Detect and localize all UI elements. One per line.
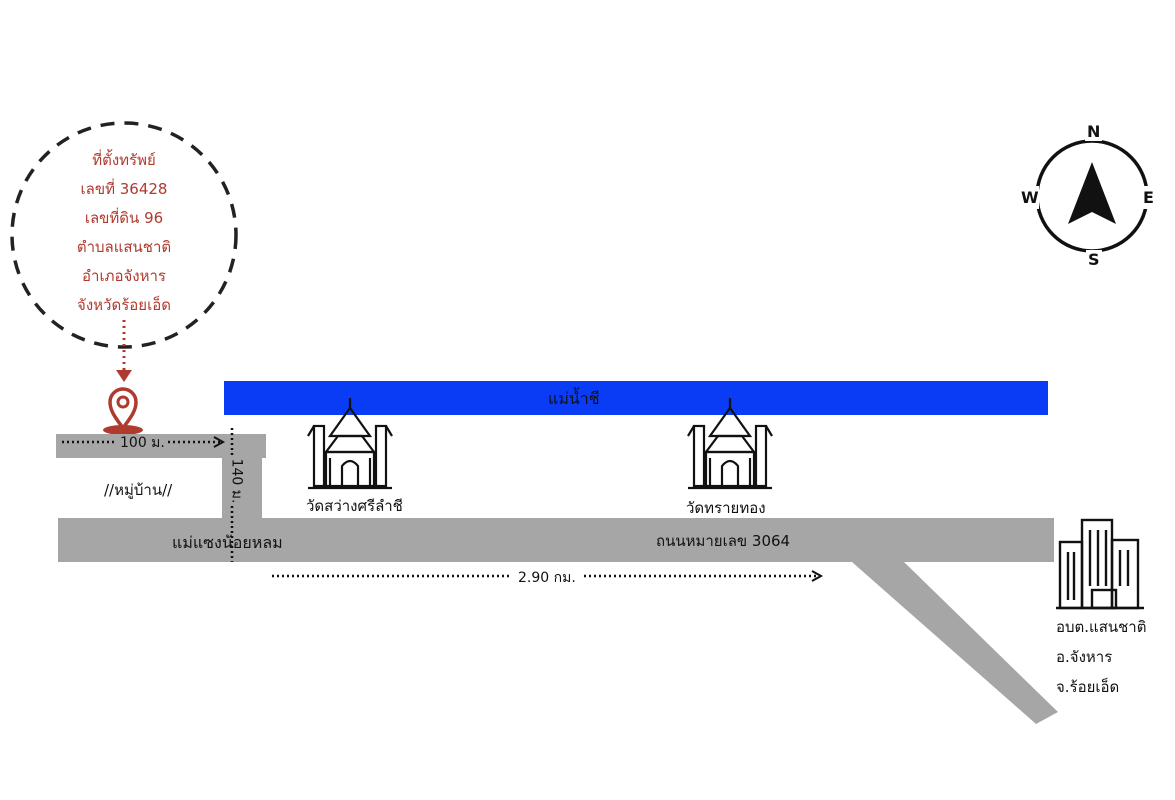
property-line: ที่ตั้งทรัพย์ (92, 151, 156, 169)
property-description: ที่ตั้งทรัพย์ เลขที่ 36428 เลขที่ดิน 96 … (44, 146, 204, 320)
distance-140-label: 140 ม. (228, 458, 245, 504)
distance-100-label: 100 ม. (120, 435, 165, 451)
compass-east: E (1143, 186, 1154, 209)
property-line: ตำบลแสนชาติ (76, 238, 172, 256)
office-line: จ.ร้อยเอ็ด (1056, 678, 1120, 696)
river-label: แม่น้ำชี (548, 389, 600, 408)
office-building-icon (1056, 518, 1144, 610)
property-line: อำเภอจังหาร (82, 267, 166, 285)
temple-icon (687, 398, 773, 490)
road-left-label: แม่แซงน้อยหลม (172, 533, 283, 552)
river (224, 381, 1048, 415)
property-line: จังหวัดร้อยเอ็ด (77, 296, 171, 314)
temple1-label: วัดสว่างศรีลำชี (306, 497, 403, 515)
compass-south: S (1086, 250, 1102, 269)
office-line: อบต.แสนชาติ (1056, 618, 1147, 636)
temple-icon (307, 398, 393, 490)
connector-road (222, 434, 262, 522)
temple2-label: วัดทรายทอง (686, 499, 766, 517)
distance-290-label: 2.90 กม. (518, 570, 576, 586)
office-line: อ.จังหาร (1056, 648, 1113, 666)
road-main-label: ถนนหมายเลข 3064 (656, 532, 791, 550)
compass-north: N (1085, 122, 1103, 141)
location-pin-icon (103, 387, 143, 435)
property-line: เลขที่ 36428 (80, 180, 168, 198)
property-line: เลขที่ดิน 96 (84, 209, 164, 227)
office-label: อบต.แสนชาติ อ.จังหาร จ.ร้อยเอ็ด (1056, 612, 1146, 702)
compass-west: W (1021, 186, 1039, 209)
main-road (58, 518, 1054, 562)
village-label: //หมู่บ้าน// (104, 481, 173, 499)
